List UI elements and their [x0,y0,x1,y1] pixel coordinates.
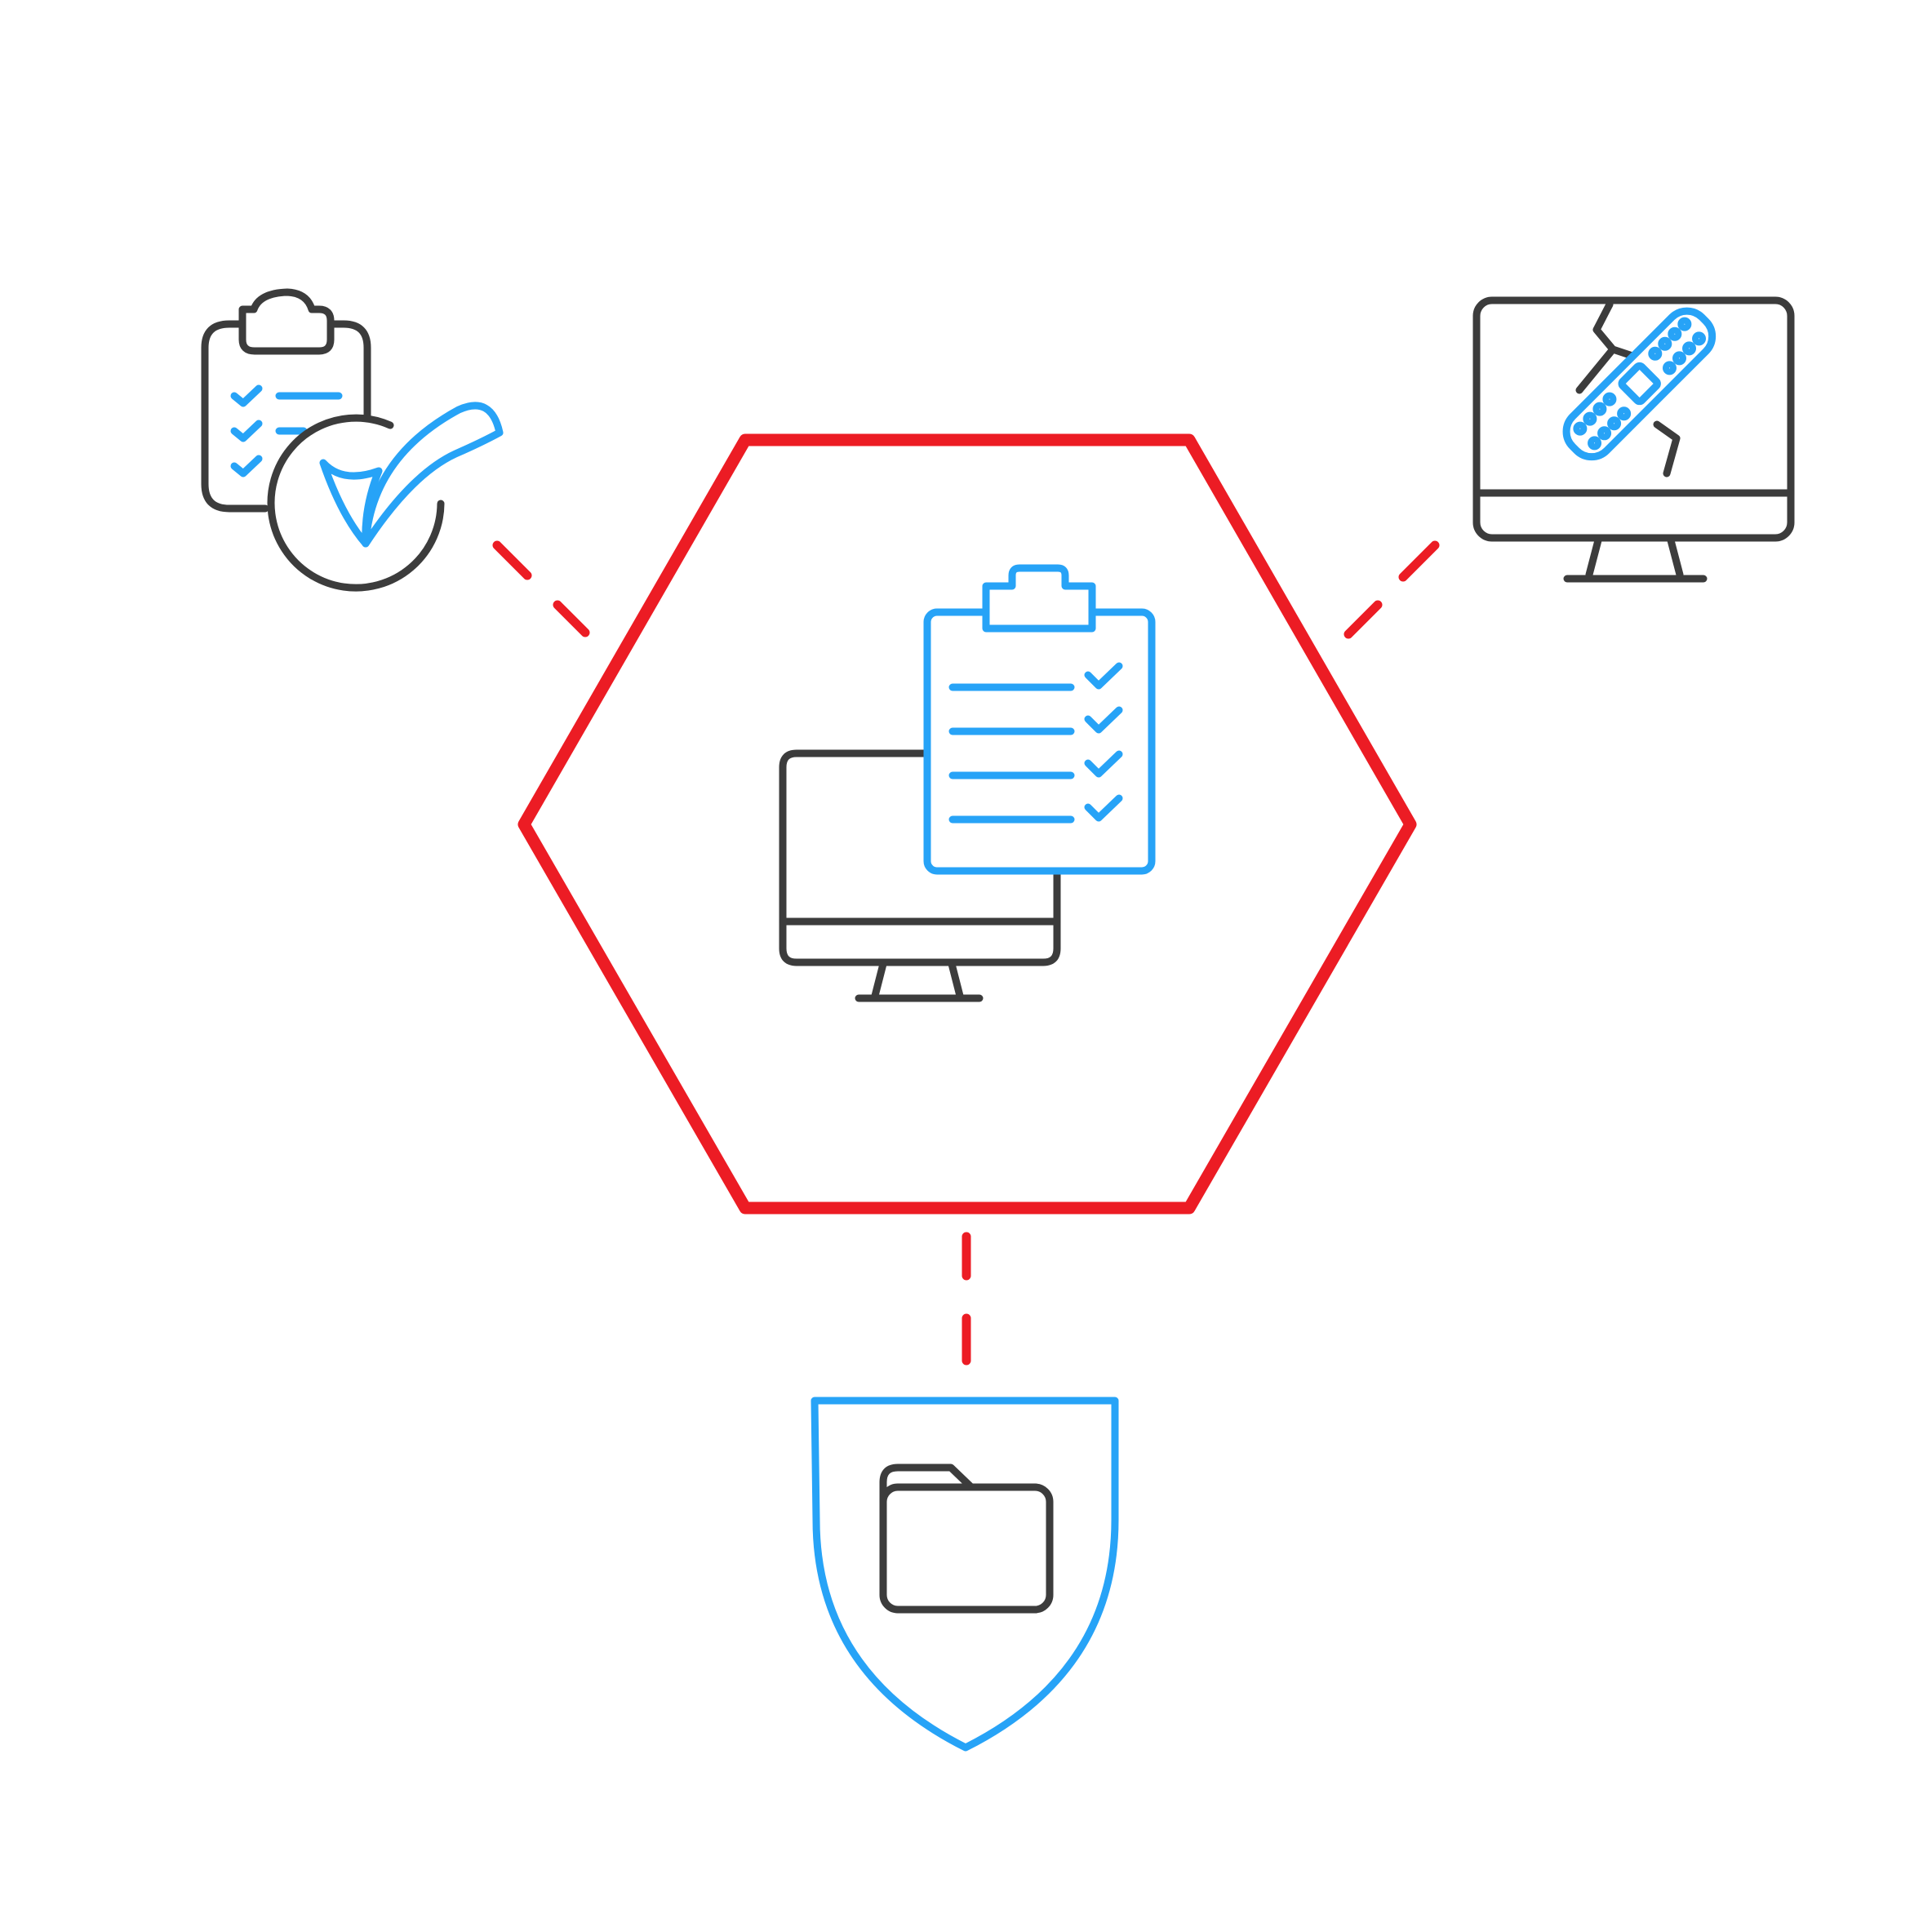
central-hexagon [517,433,1417,1215]
monitor-with-checklist-clipboard-icon [779,564,1156,1002]
monitor-patched-bandage-icon [1472,296,1795,583]
shield-folder-icon [811,1397,1119,1752]
clipboard-approved-checkmark-icon [201,288,504,592]
connector-top-left [492,540,590,637]
connector-top-right [1344,540,1440,639]
